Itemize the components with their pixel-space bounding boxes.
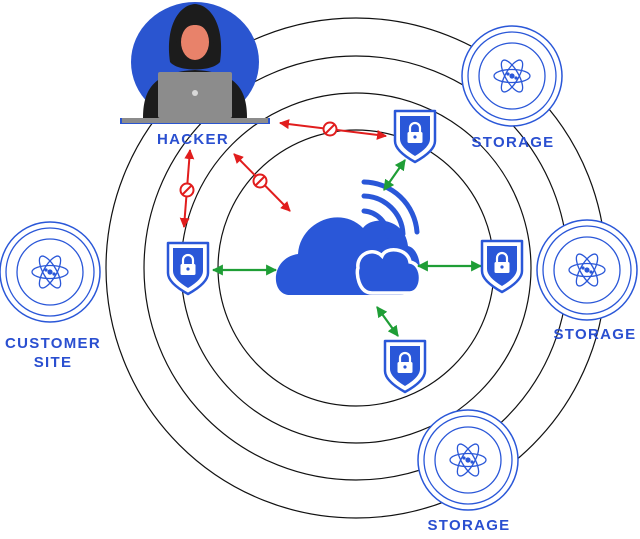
cloud-icon — [275, 179, 423, 295]
no-entry-icon — [322, 121, 338, 137]
customer-site-label-line1: CUSTOMER — [5, 335, 101, 352]
hacker-icon — [120, 2, 270, 124]
shield-lock-icon-right — [480, 239, 524, 294]
allowed-arrow-bottom — [376, 306, 399, 337]
customer-site-node-icon — [0, 221, 101, 323]
storage-bottom-node-icon — [417, 409, 519, 511]
allowed-arrow-top — [383, 159, 406, 191]
storage-top-node-icon — [461, 25, 563, 127]
no-entry-icon — [252, 173, 268, 189]
storage-right-node-icon — [536, 219, 638, 321]
customer-site-label: CUSTOMER SITE — [0, 334, 106, 372]
shield-lock-icon-top — [393, 109, 437, 164]
hacker-label: HACKER — [157, 131, 229, 148]
storage-bottom-label: STORAGE — [427, 517, 511, 534]
storage-right-label: STORAGE — [553, 326, 637, 343]
no-entry-icon — [179, 182, 195, 198]
allowed-connections — [211, 159, 483, 337]
shield-lock-icon-bottom — [383, 339, 427, 394]
customer-site-label-line2: SITE — [33, 354, 73, 371]
shield-lock-icon-left — [166, 241, 210, 296]
storage-top-label: STORAGE — [471, 134, 555, 151]
